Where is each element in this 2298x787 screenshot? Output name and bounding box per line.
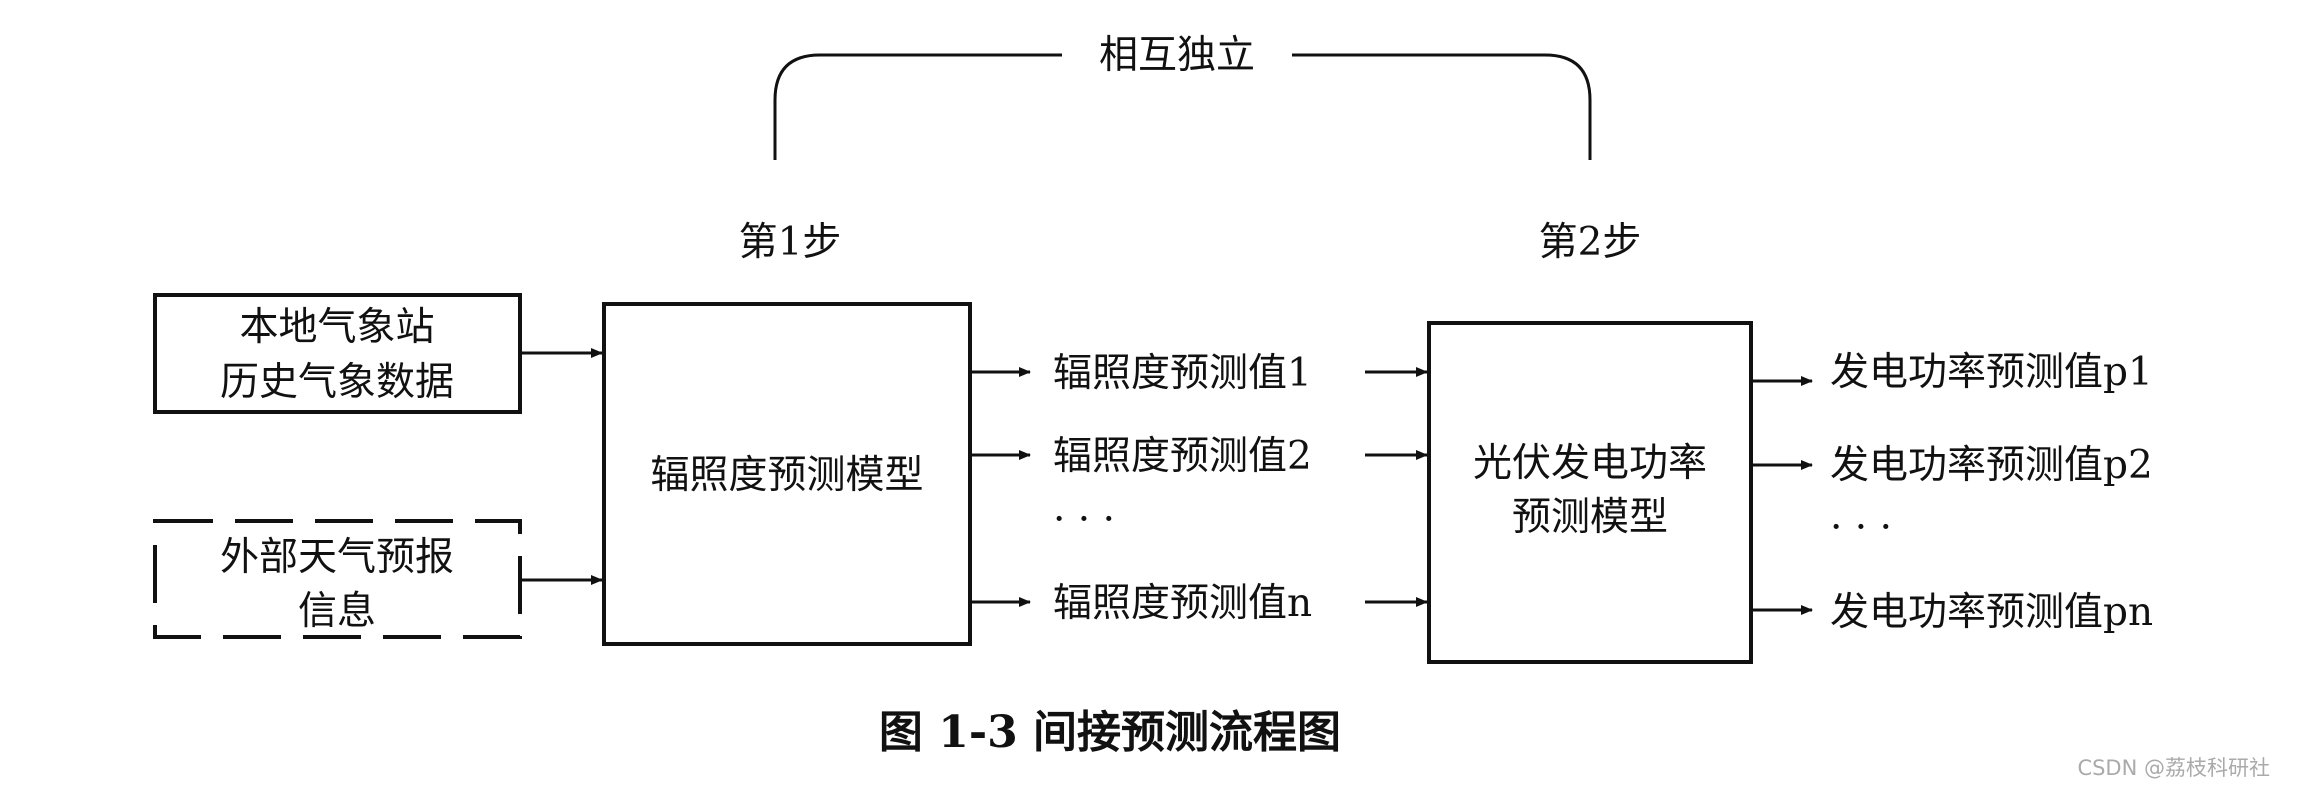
local-station-box xyxy=(153,293,522,414)
power-output-n: 发电功率预测值pn xyxy=(1830,590,2153,635)
power-output-2: 发电功率预测值p2 xyxy=(1830,443,2153,488)
irradiance-output-ellipsis: · · · xyxy=(1053,497,1115,542)
independence-label: 相互独立 xyxy=(1099,33,1255,78)
power-output-ellipsis: · · · xyxy=(1830,505,1892,550)
pv-model-line2: 预测模型 xyxy=(1512,495,1668,540)
irradiance-output-n: 辐照度预测值n xyxy=(1053,581,1312,626)
external-forecast-line1: 外部天气预报 xyxy=(220,535,454,580)
external-forecast-line2: 信息 xyxy=(298,589,376,634)
irradiance-output-1: 辐照度预测值1 xyxy=(1053,351,1312,396)
irradiance-output-2: 辐照度预测值2 xyxy=(1053,434,1312,479)
local-station-line1: 本地气象站 xyxy=(239,305,434,350)
pv-model-box xyxy=(1427,321,1753,664)
independence-bracket-right xyxy=(1292,53,1592,160)
independence-bracket-left xyxy=(773,53,1062,160)
irradiance-model-label: 辐照度预测模型 xyxy=(650,453,923,498)
power-output-1: 发电功率预测值p1 xyxy=(1830,350,2153,395)
step1-label: 第1步 xyxy=(739,220,842,265)
irradiance-model-box xyxy=(602,302,972,646)
local-station-line2: 历史气象数据 xyxy=(220,360,454,405)
watermark: CSDN @荔枝科研社 xyxy=(2077,756,2270,780)
figure-caption: 图 1-3 间接预测流程图 xyxy=(879,707,1341,758)
external-forecast-box xyxy=(153,519,522,639)
pv-model-line1: 光伏发电功率 xyxy=(1473,441,1707,486)
step2-label: 第2步 xyxy=(1539,220,1642,265)
